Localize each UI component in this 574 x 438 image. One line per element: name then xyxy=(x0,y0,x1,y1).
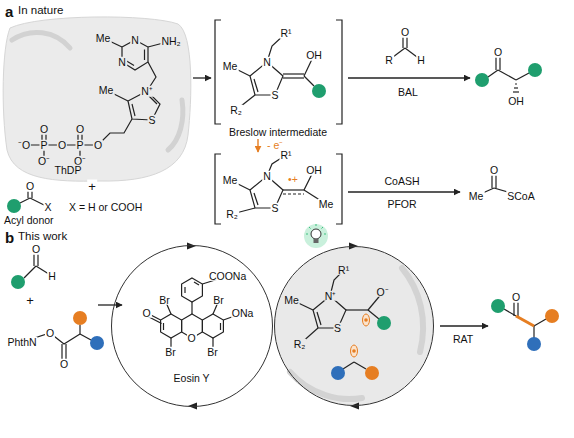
atom-label: PhthN xyxy=(6,337,37,348)
reagent-label: CoASH xyxy=(383,176,420,187)
atom-label: H xyxy=(416,55,426,66)
atom-label: S xyxy=(270,90,279,101)
catalyst-cycle-circle: COONaBrBrOONaOBrBrEosin Y xyxy=(111,245,274,408)
caption: Acyl donor xyxy=(3,215,55,226)
atom-label: N xyxy=(262,171,272,182)
atom-label: Br xyxy=(212,294,225,305)
atom-label: P xyxy=(39,140,48,151)
atom-label: X xyxy=(43,202,52,213)
atom-label: O xyxy=(511,292,521,303)
caption: Breslow intermediate xyxy=(228,127,328,138)
protein-cartoon xyxy=(275,247,433,405)
atom-label: Me xyxy=(283,294,300,305)
protein-cartoon xyxy=(3,17,191,181)
atom-label: O⁻ xyxy=(37,156,51,167)
atom-label: OH xyxy=(305,50,323,61)
atom-label: P xyxy=(75,140,84,151)
atom-label: O xyxy=(59,359,69,370)
atom-label: Me xyxy=(318,199,335,210)
atom-label: COONa xyxy=(208,270,247,281)
atom-label: H xyxy=(47,271,57,282)
compound-name: Eosin Y xyxy=(173,372,211,383)
substituent-balls xyxy=(7,63,559,380)
atom-label: R₂ xyxy=(229,105,243,116)
atom-label: O xyxy=(400,27,410,38)
enzyme-label: BAL xyxy=(397,87,419,98)
atom-label: ⁻O xyxy=(17,140,31,151)
atom-label: N xyxy=(262,57,272,68)
atom-label: OH xyxy=(507,96,525,107)
atom-label: O xyxy=(489,165,499,176)
atom-label: N⁺ xyxy=(140,86,154,97)
atom-label: O⁻ xyxy=(376,286,390,297)
panel-heading: This work xyxy=(17,231,68,243)
atom-label: O xyxy=(187,332,197,343)
atom-label: S xyxy=(333,322,342,333)
atom-label: O xyxy=(39,124,49,135)
atom-label: R₂ xyxy=(225,209,239,220)
radical-cation-mark: •+ xyxy=(287,174,299,185)
reaction-arrows xyxy=(98,78,488,326)
radical-orbital xyxy=(351,314,370,357)
atom-label: Me xyxy=(98,85,115,96)
atom-label: O xyxy=(45,328,55,339)
atom-label: O xyxy=(25,181,35,192)
enzyme-cycle-circle: Me N⁺ R¹ S R₂ O⁻ xyxy=(274,246,434,406)
atom-label: Me xyxy=(222,61,239,72)
atom-label: Me xyxy=(222,175,239,186)
atom-label: SCoA xyxy=(506,191,535,202)
atom-label: Me xyxy=(95,33,112,44)
atom-label: OH xyxy=(305,165,323,176)
atom-label: N⁺ xyxy=(324,290,338,301)
atom-label: Br xyxy=(164,346,177,357)
atom-label: Me xyxy=(468,191,485,202)
bonds xyxy=(20,20,546,369)
atom-label: S xyxy=(270,203,279,214)
plus-sign: + xyxy=(25,294,35,307)
atom-label: R¹ xyxy=(337,264,350,275)
enzyme-label: PFOR xyxy=(386,199,417,210)
atom-label: N xyxy=(117,57,127,68)
panel-letter: a xyxy=(4,4,14,19)
atom-label: O xyxy=(31,244,41,255)
atom-label: R¹ xyxy=(279,28,292,39)
atom-label: O xyxy=(93,140,103,151)
electron-loss-label: - e⁻ xyxy=(266,140,284,151)
oxidation-arrow xyxy=(257,139,258,152)
atom-label: O xyxy=(75,124,85,135)
atom-label: O xyxy=(57,140,67,151)
atom-label: N xyxy=(130,35,140,46)
atom-label: NH₂ xyxy=(160,36,181,47)
atom-label: O xyxy=(493,47,503,58)
atom-label: R¹ xyxy=(279,150,292,161)
light-bulb xyxy=(304,224,328,248)
molecule-name: ThDP xyxy=(54,165,83,176)
atom-label: Br xyxy=(206,346,219,357)
atom-label: O xyxy=(142,307,152,318)
plus-sign: + xyxy=(87,180,97,193)
atom-label: S xyxy=(147,115,156,126)
atom-label: ONa xyxy=(231,307,255,318)
caption: X = H or COOH xyxy=(68,202,143,213)
new-bond xyxy=(516,316,534,326)
atom-label: R xyxy=(384,55,394,66)
atom-label: R₂ xyxy=(293,338,307,349)
panel-letter: b xyxy=(4,230,15,245)
atom-label: Br xyxy=(158,294,171,305)
step-label: RAT xyxy=(452,334,474,345)
panel-heading: In nature xyxy=(17,5,64,17)
